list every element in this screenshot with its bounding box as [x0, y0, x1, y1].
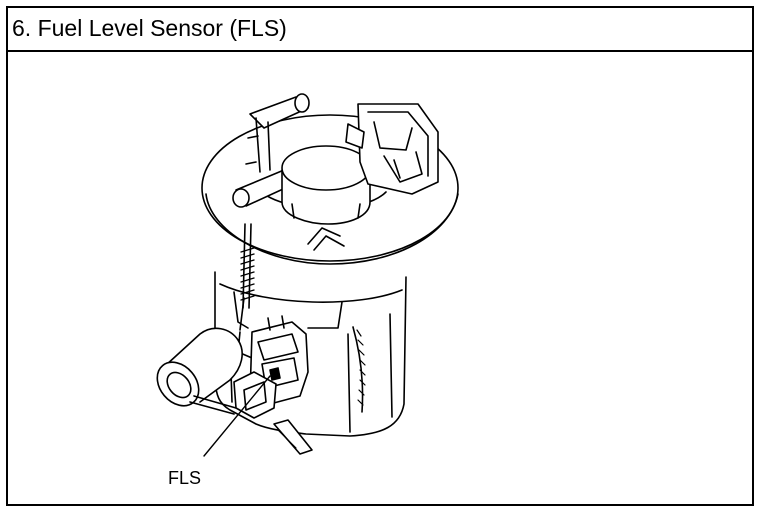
fls-leader-line [204, 376, 270, 456]
float-arm [274, 420, 312, 454]
figure-title: 6. Fuel Level Sensor (FLS) [12, 15, 287, 41]
fls-callout-label: FLS [168, 468, 201, 488]
electrical-connector-top [346, 104, 438, 194]
pressure-regulator-cap [282, 146, 370, 224]
guide-rod-spring [241, 224, 254, 308]
figure-header: 6. Fuel Level Sensor (FLS) [8, 8, 752, 52]
outlet-pipe-upper [246, 94, 309, 172]
outlet-pipe-lower [233, 170, 294, 207]
fuel-filter-canister [149, 328, 242, 414]
figure-frame: 6. Fuel Level Sensor (FLS) [6, 6, 754, 506]
fuel-pump-assembly-illustration: FLS [8, 52, 752, 488]
